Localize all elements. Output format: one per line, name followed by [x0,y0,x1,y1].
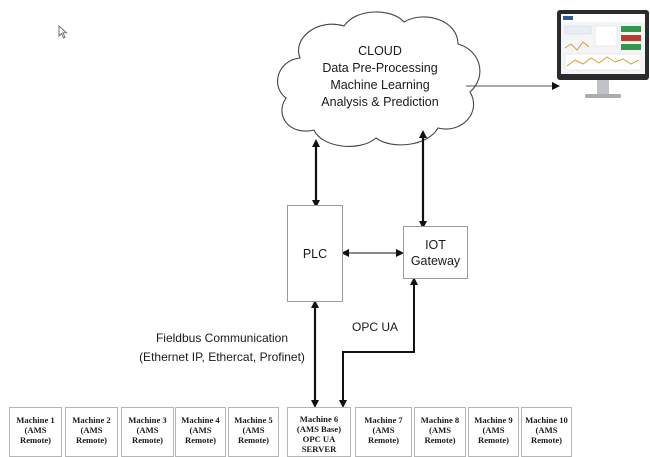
machine-role: (AMS [136,425,159,435]
machine-box-10: Machine 10 (AMS Remote) [521,407,572,457]
cloud-line-preprocessing: Data Pre-Processing [322,61,438,75]
machine-name: Machine 10 [525,415,568,425]
machine-role-2: OPC UA [302,434,336,444]
cursor-icon [58,25,68,39]
machine-name: Machine 4 [181,415,220,425]
machine-role: (AMS [189,425,212,435]
plc-label: PLC [302,246,328,261]
cloud-line-ml: Machine Learning [330,78,430,92]
machine-role: (AMS [24,425,47,435]
machine-name: Machine 8 [420,415,460,425]
machine-role-2: Remote) [530,435,562,445]
machine-name: Machine 1 [16,415,55,425]
machine-name: Machine 7 [364,415,403,425]
cloud-label: CLOUD Data Pre-Processing Machine Learni… [300,43,460,111]
fieldbus-title: Fieldbus Communication [155,331,289,345]
monitor-icon [557,10,649,98]
machine-name: Machine 2 [72,415,111,425]
fieldbus-protocols: (Ethernet IP, Ethercat, Profinet) [139,350,305,364]
machine-box-7: Machine 7 (AMS Remote) [355,407,412,457]
fieldbus-label: Fieldbus Communication (Ethernet IP, Eth… [114,329,330,367]
machine-name: Machine 5 [234,415,273,425]
machine-box-9: Machine 9 (AMS Remote) [468,407,519,457]
cloud-line-analysis: Analysis & Prediction [321,95,439,109]
machine-role-2: Remote) [184,435,216,445]
machine-box-1: Machine 1 (AMS Remote) [9,407,62,457]
machine-role: (AMS [482,425,505,435]
machine-role-2: Remote) [477,435,509,445]
iot-gateway-line2: Gateway [410,253,461,268]
iot-gateway-line1: IOT [425,237,446,252]
machine-role-3: SERVER [301,444,337,454]
machine-box-5: Machine 5 (AMS Remote) [228,407,279,457]
machine-role: (AMS Base) [296,424,342,434]
machine-box-8: Machine 8 (AMS Remote) [414,407,466,457]
machine-box-2: Machine 2 (AMS Remote) [65,407,118,457]
machine-role: (AMS [80,425,103,435]
opcua-link-arrow [339,277,418,408]
iot-gateway-box: IOT Gateway [403,226,468,279]
machine-role: (AMS [242,425,265,435]
machine-role-2: Remote) [131,435,163,445]
machine-role-2: Remote) [424,435,456,445]
machine-role: (AMS [429,425,451,435]
machine-role-2: Remote) [367,435,399,445]
machine-name: Machine 9 [474,415,513,425]
machine-role: (AMS [372,425,395,435]
cloud-shape [277,11,481,147]
opcua-label: OPC UA [352,320,399,334]
machine-box-6: Machine 6 (AMS Base) OPC UA SERVER [287,407,351,457]
machine-role-2: Remote) [237,435,269,445]
machine-role: (AMS [535,425,558,435]
machine-name: Machine 6 [299,414,339,424]
plc-box: PLC [287,205,343,302]
machine-role-2: Remote) [75,435,107,445]
machine-box-4: Machine 4 (AMS Remote) [175,407,226,457]
machine-role-2: Remote) [19,435,51,445]
cloud-title: CLOUD [358,44,402,58]
machine-box-3: Machine 3 (AMS Remote) [121,407,174,457]
machine-name: Machine 3 [128,415,167,425]
